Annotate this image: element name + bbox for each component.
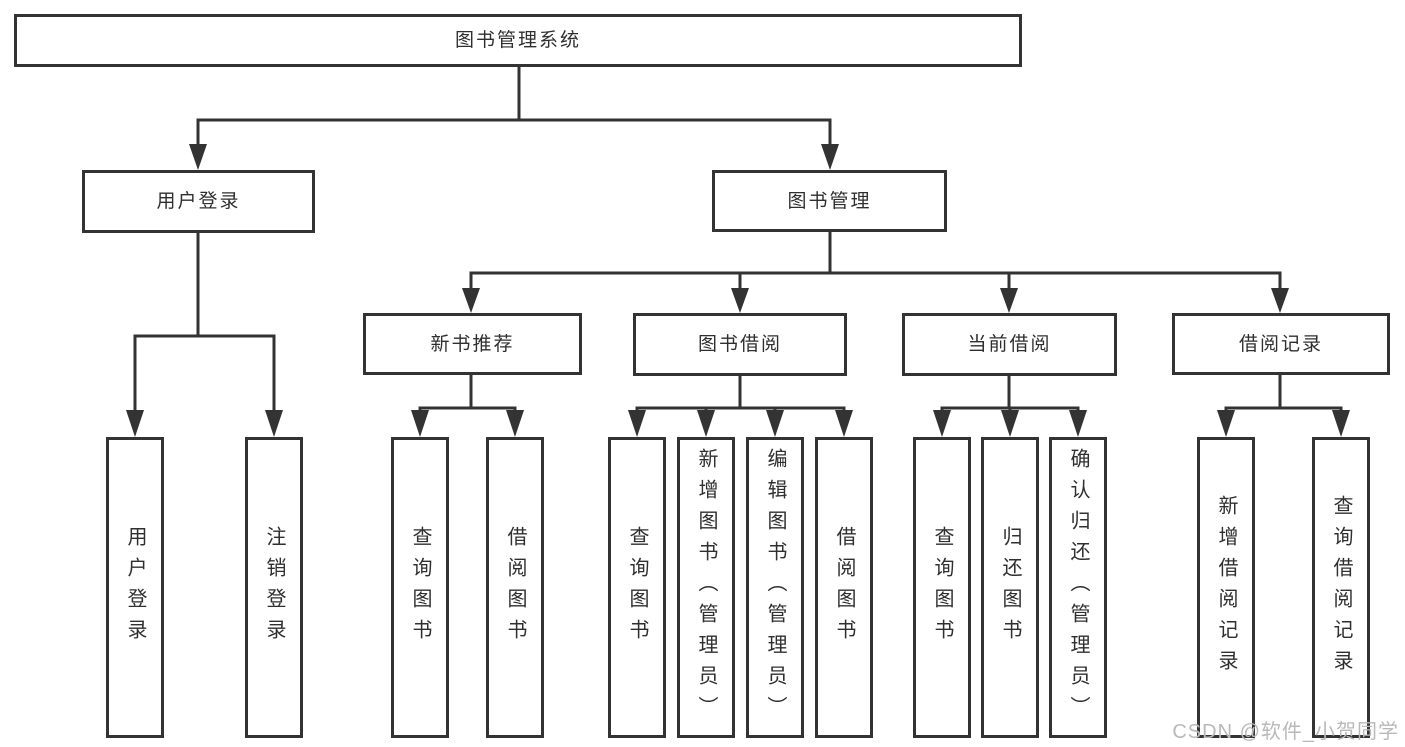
leaf-borrow-books-label: 借阅图书 xyxy=(833,525,855,650)
connector-level2-fork xyxy=(196,118,832,146)
node-root: 图书管理系统 xyxy=(14,14,1022,67)
node-book-management: 图书管理 xyxy=(712,170,947,232)
leaf-edit-book-admin: 编辑图书（管理员） xyxy=(746,437,804,738)
arrowhead-leaf-records-query xyxy=(1332,410,1350,437)
arrowhead-leaf-borrow-query xyxy=(628,410,646,437)
leaf-query-books-borrow: 查询图书 xyxy=(608,437,666,738)
node-new-book-recommend-label: 新书推荐 xyxy=(430,333,515,355)
arrowhead-to-rec xyxy=(462,288,480,313)
node-borrow-records-label: 借阅记录 xyxy=(1238,333,1323,355)
arrowhead-to-current xyxy=(1000,288,1018,313)
node-borrow-records: 借阅记录 xyxy=(1172,313,1390,375)
arrowhead-leaf-records-add xyxy=(1217,410,1235,437)
arrowhead-leaf-rec-borrow xyxy=(506,410,524,437)
leaf-add-book-admin-label: 新增图书（管理员） xyxy=(695,448,717,727)
leaf-query-books-rec-label: 查询图书 xyxy=(409,525,431,650)
node-current-borrowing-label: 当前借阅 xyxy=(967,334,1052,355)
node-new-book-recommend: 新书推荐 xyxy=(363,313,582,375)
connector-login-fork xyxy=(133,334,276,412)
leaf-add-borrow-record-label: 新增借阅记录 xyxy=(1215,494,1237,681)
leaf-return-book: 归还图书 xyxy=(981,437,1039,738)
arrowhead-to-borrow xyxy=(731,288,749,313)
leaf-query-borrow-record-label: 查询借阅记录 xyxy=(1330,494,1352,681)
connector-records-fork xyxy=(1224,406,1343,412)
arrowhead-leaf-login-logout xyxy=(265,410,283,437)
arrowhead-to-records xyxy=(1271,288,1289,313)
node-book-borrowing: 图书借阅 xyxy=(633,313,847,376)
leaf-confirm-return-admin-label: 确认归还（管理员） xyxy=(1067,448,1089,727)
leaf-add-borrow-record: 新增借阅记录 xyxy=(1197,437,1255,738)
leaf-query-books-current-label: 查询图书 xyxy=(931,525,953,650)
leaf-confirm-return-admin: 确认归还（管理员） xyxy=(1049,437,1107,738)
leaf-query-borrow-record: 查询借阅记录 xyxy=(1312,437,1370,738)
arrowhead-leaf-borrow-borrow xyxy=(835,410,853,437)
arrowhead-leaf-rec-query xyxy=(411,410,429,437)
leaf-logout-label: 注销登录 xyxy=(263,525,285,650)
arrowhead-leaf-borrow-edit xyxy=(766,410,784,437)
arrowhead-leaf-login-user xyxy=(126,410,144,437)
node-user-login-label: 用户登录 xyxy=(156,191,241,212)
arrowhead-to-mgmt xyxy=(821,144,839,170)
connector-rec-fork xyxy=(418,406,517,412)
leaf-user-login: 用户登录 xyxy=(106,437,164,738)
watermark: CSDN @软件_小贺同学 xyxy=(1172,721,1399,743)
arrowhead-leaf-current-return xyxy=(1001,410,1019,437)
node-user-login: 用户登录 xyxy=(82,170,315,233)
connector-borrow-fork xyxy=(635,406,846,412)
arrowhead-leaf-current-confirm xyxy=(1069,410,1087,437)
leaf-user-login-label: 用户登录 xyxy=(124,525,146,650)
node-current-borrowing: 当前借阅 xyxy=(902,313,1117,376)
leaf-query-books-borrow-label: 查询图书 xyxy=(626,525,648,650)
leaf-return-book-label: 归还图书 xyxy=(999,525,1021,650)
leaf-borrow-books-rec: 借阅图书 xyxy=(486,437,544,738)
connector-current-fork xyxy=(940,406,1080,412)
leaf-edit-book-admin-label: 编辑图书（管理员） xyxy=(764,448,786,727)
leaf-borrow-books-rec-label: 借阅图书 xyxy=(504,525,526,650)
arrowhead-leaf-borrow-add xyxy=(697,410,715,437)
node-book-management-label: 图书管理 xyxy=(787,190,872,212)
arrowhead-to-login xyxy=(189,144,207,170)
leaf-logout: 注销登录 xyxy=(245,437,303,738)
connector-level3-fork xyxy=(469,271,1282,290)
leaf-borrow-books: 借阅图书 xyxy=(815,437,873,738)
leaf-add-book-admin: 新增图书（管理员） xyxy=(677,437,735,738)
arrowhead-leaf-current-query xyxy=(933,410,951,437)
node-book-borrowing-label: 图书借阅 xyxy=(697,334,782,355)
node-root-label: 图书管理系统 xyxy=(454,30,581,51)
leaf-query-books-rec: 查询图书 xyxy=(391,437,449,738)
leaf-query-books-current: 查询图书 xyxy=(913,437,971,738)
